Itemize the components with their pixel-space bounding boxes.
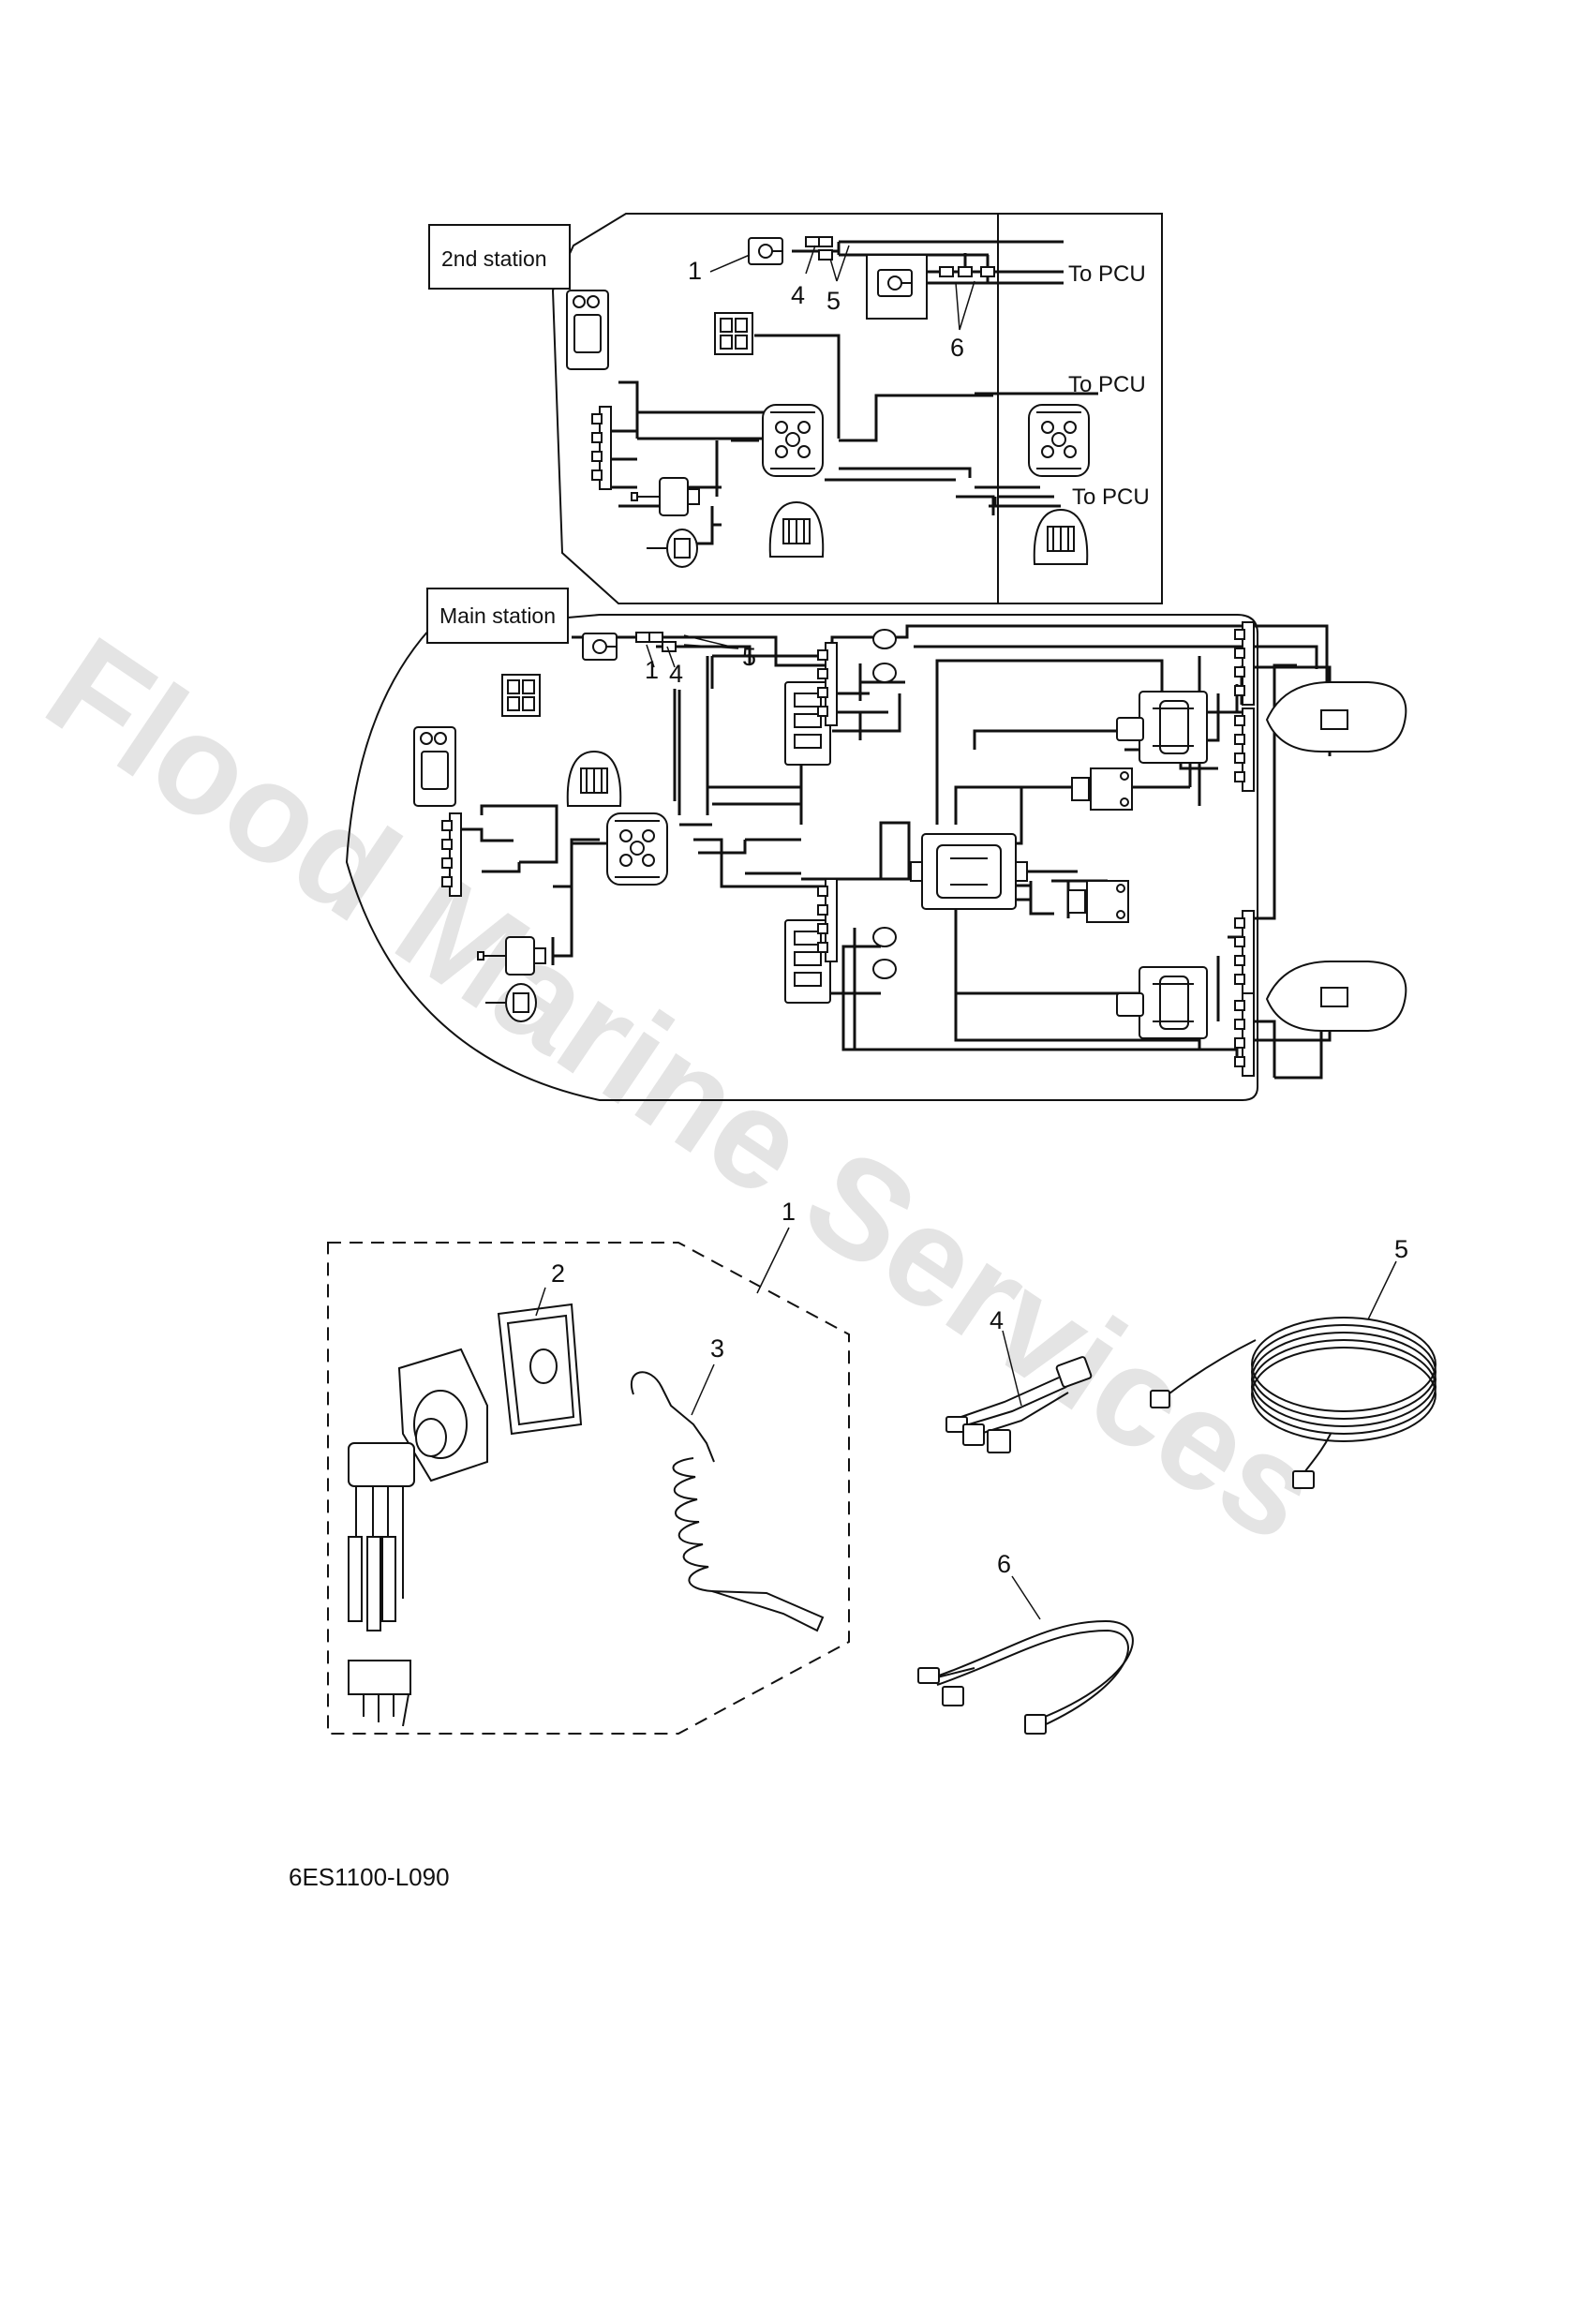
part-4-harness — [945, 1356, 1093, 1453]
callout-top-4: 4 — [791, 281, 805, 309]
part-5-leader — [1367, 1260, 1397, 1320]
connector-2nd-b — [818, 236, 833, 247]
engine-hub-lower-a — [1234, 910, 1255, 994]
key-switch-2nd — [748, 237, 783, 265]
remote-main — [566, 751, 622, 807]
engine-hub-upper-a — [1234, 621, 1255, 706]
part-4-number: 4 — [990, 1306, 1004, 1334]
engine-upper — [1265, 681, 1407, 752]
control-unit-2nd-right — [1028, 404, 1090, 477]
connector-2nd-e — [958, 266, 973, 277]
second-station-label: 2nd station — [441, 246, 547, 271]
switch-panel-2nd — [714, 312, 753, 355]
part-3-lanyard — [631, 1371, 825, 1632]
engine-hub-lower-b — [1234, 992, 1255, 1077]
engine-lower — [1265, 961, 1407, 1032]
part-1-number: 1 — [782, 1198, 796, 1226]
gauge-2nd — [566, 290, 609, 370]
control-unit-main — [606, 812, 668, 886]
to-pcu-label-2: To PCU — [1068, 372, 1146, 397]
hub-2nd — [591, 406, 612, 490]
connector-2nd-f — [980, 266, 995, 277]
sensor-2nd — [631, 477, 700, 516]
part-5-cable — [1150, 1317, 1437, 1489]
actuator-lower — [1116, 966, 1208, 1039]
main-station-label-box — [426, 588, 569, 644]
second-station-wiring — [600, 240, 1098, 545]
part-6-number: 6 — [997, 1550, 1011, 1578]
part-5-number: 5 — [1394, 1235, 1408, 1263]
part-1-kit-outline — [327, 1242, 850, 1735]
part-1-leader — [756, 1227, 790, 1294]
part-3-number: 3 — [710, 1334, 724, 1363]
remote-2nd-right — [1033, 509, 1089, 565]
main-switch-assembly — [348, 1348, 488, 1727]
main-station-leaders — [646, 634, 739, 668]
part-6-leader — [1011, 1575, 1041, 1620]
relay-lower — [1067, 880, 1129, 923]
connector-main-a — [635, 632, 650, 643]
control-unit-2nd-left — [762, 404, 824, 477]
remote-2nd-left — [768, 501, 825, 558]
part-3-leader — [691, 1363, 715, 1416]
connector-2nd-d — [939, 266, 954, 277]
switch-panel-main — [501, 674, 541, 717]
figure-code: 6ES1100-L090 — [289, 1863, 450, 1891]
part-2-number: 2 — [551, 1259, 565, 1288]
main-station-label: Main station — [439, 603, 556, 628]
part-4-leader — [1002, 1330, 1022, 1407]
main-station-group — [345, 614, 1258, 1101]
second-station-leaders — [709, 245, 975, 331]
key-switch-2nd-b — [877, 269, 913, 297]
to-pcu-leaders — [993, 270, 1055, 499]
key-switch-main — [582, 633, 618, 661]
plug-upper-b — [872, 663, 897, 683]
callout-main-4: 4 — [669, 660, 683, 688]
relay-upper — [1071, 767, 1133, 811]
engine-hub-upper-b — [1234, 708, 1255, 792]
to-pcu-label-1: To PCU — [1068, 261, 1146, 287]
part-2-plate — [497, 1303, 583, 1436]
callout-top-5: 5 — [826, 287, 841, 315]
callout-main-5: 5 — [742, 643, 756, 671]
plug-lower-a — [872, 927, 897, 947]
plug-lower-b — [872, 959, 897, 979]
gauge-main — [413, 726, 456, 807]
callout-top-1: 1 — [688, 257, 702, 285]
actuator-upper — [1116, 691, 1208, 764]
connector-main-b — [648, 632, 663, 643]
junction-box — [910, 833, 1028, 910]
second-station-label-box — [428, 224, 571, 290]
connector-2nd-a — [805, 236, 820, 247]
plug-upper-a — [872, 629, 897, 649]
callout-main-1: 1 — [645, 656, 659, 684]
to-pcu-label-3: To PCU — [1072, 484, 1150, 510]
connector-2nd-c — [818, 249, 833, 261]
callout-top-6: 6 — [950, 334, 964, 362]
part-6-extension — [917, 1619, 1134, 1735]
shift-unit-2nd — [646, 529, 698, 568]
part-2-leader — [535, 1287, 546, 1317]
